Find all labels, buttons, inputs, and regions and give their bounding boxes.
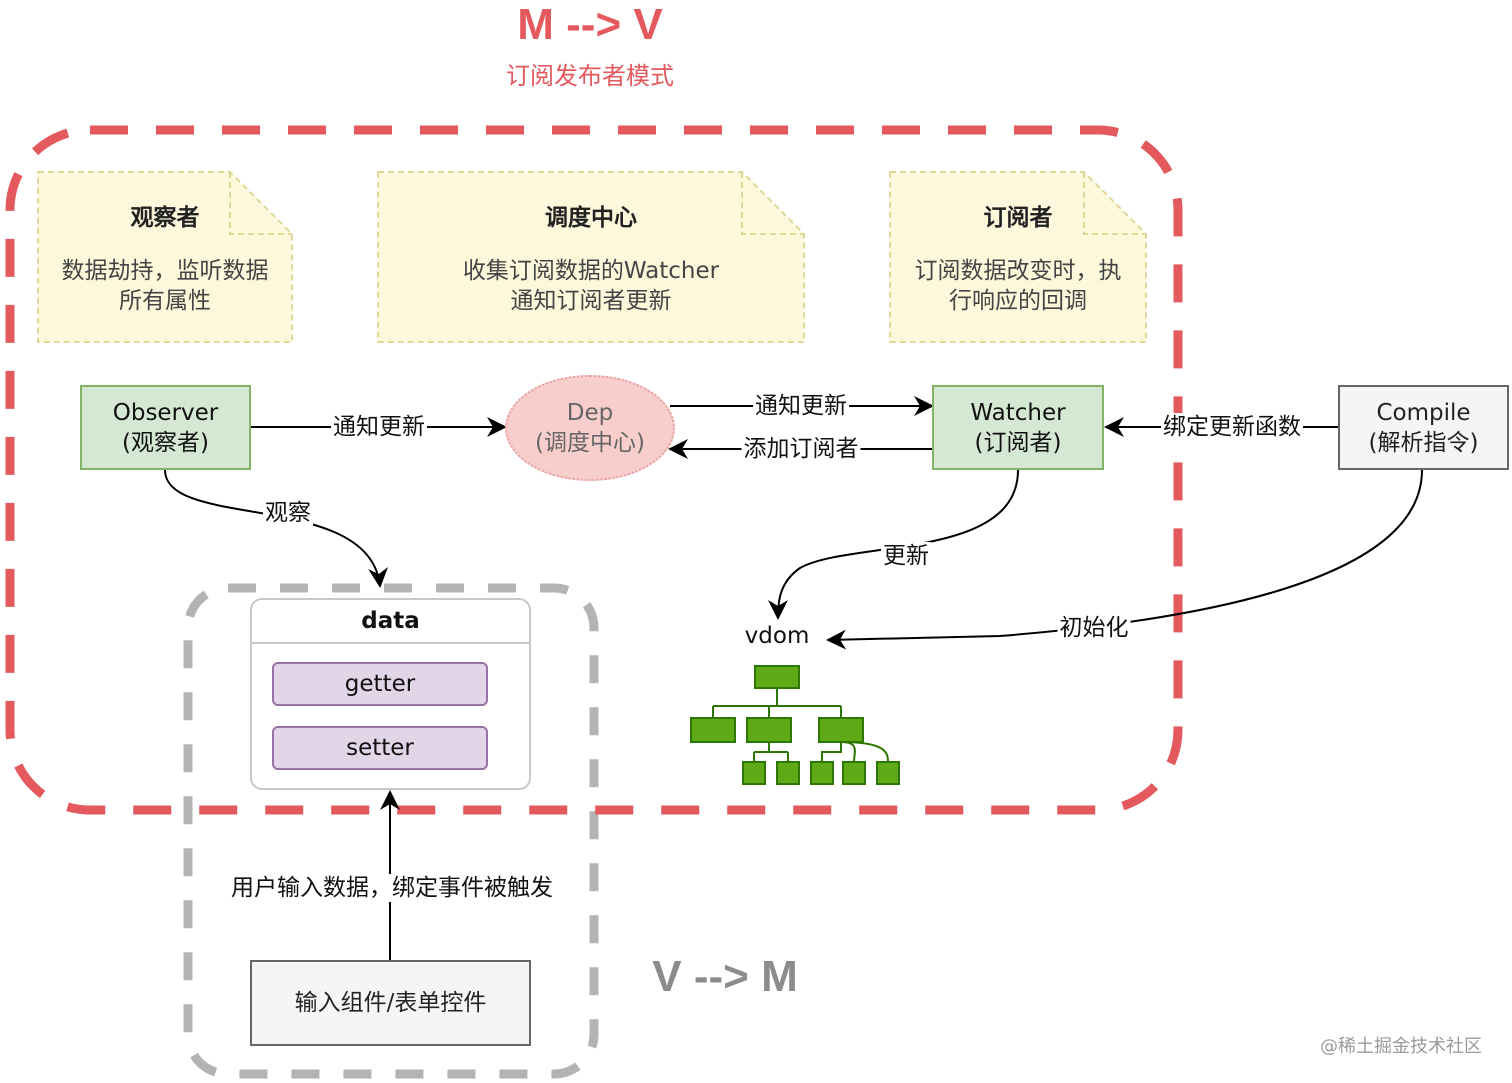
- getter-field[interactable]: getter: [272, 662, 488, 706]
- note-observer-text: 观察者 数据劫持，监听数据 所有属性: [38, 172, 292, 342]
- note-observer-title: 观察者: [130, 205, 200, 231]
- edge-observer-to-data: [164, 469, 389, 588]
- vdom-node: [810, 761, 834, 785]
- edge-label-watcher-to-vdom: 更新: [881, 542, 931, 570]
- note-watcher: [889, 171, 1147, 343]
- edge-label-observer-to-data: 观察: [263, 499, 313, 527]
- edge-label-compile-to-watcher: 绑定更新函数: [1161, 413, 1303, 441]
- vdom-node: [818, 717, 864, 743]
- note-observer-desc: 数据劫持，监听数据 所有属性: [61, 258, 269, 314]
- edge-label-input-to-data: 用户输入数据，绑定事件被触发: [229, 874, 555, 902]
- note-watcher-title: 订阅者: [983, 205, 1053, 231]
- input-component-node[interactable]: 输入组件/表单控件: [250, 960, 531, 1046]
- edge-label-dep-to-watcher: 通知更新: [753, 392, 849, 420]
- note-watcher-desc: 订阅数据改变时，执 行响应的回调: [914, 258, 1122, 314]
- note-dep-text: 调度中心 收集订阅数据的Watcher 通知订阅者更新: [378, 172, 804, 342]
- note-dep-title: 调度中心: [545, 205, 637, 231]
- vdom-node: [746, 717, 792, 743]
- dep-node[interactable]: Dep (调度中心): [505, 375, 675, 481]
- mv-subtitle: 订阅发布者模式: [506, 62, 674, 90]
- vdom-node: [842, 761, 866, 785]
- vm-region: [183, 583, 599, 1079]
- vdom-node: [776, 761, 800, 785]
- vdom-node: [742, 761, 766, 785]
- vdom-label: vdom: [744, 623, 810, 649]
- note-dep: [377, 171, 805, 343]
- mv-region: [5, 125, 1183, 815]
- edge-label-watcher-to-dep: 添加订阅者: [741, 435, 861, 463]
- vdom-tree: [690, 665, 900, 785]
- observer-node[interactable]: Observer (观察者): [80, 385, 251, 470]
- edge-label-observer-to-dep: 通知更新: [331, 413, 427, 441]
- watermark: @稀土掘金技术社区: [1320, 1036, 1482, 1057]
- edge-watcher-to-vdom: [768, 469, 1019, 620]
- note-watcher-text: 订阅者 订阅数据改变时，执 行响应的回调: [890, 172, 1146, 342]
- vm-title: V --> M: [652, 952, 798, 1001]
- data-title: data: [252, 600, 529, 644]
- mv-title: M --> V: [517, 0, 663, 49]
- watcher-node[interactable]: Watcher (订阅者): [932, 385, 1104, 470]
- setter-field[interactable]: setter: [272, 726, 488, 770]
- data-container[interactable]: data getter setter: [250, 598, 531, 790]
- vdom-node: [754, 665, 800, 689]
- note-observer: [37, 171, 293, 343]
- compile-node[interactable]: Compile (解析指令): [1338, 385, 1509, 470]
- note-dep-desc: 收集订阅数据的Watcher 通知订阅者更新: [462, 258, 720, 314]
- edge-label-compile-to-vdom: 初始化: [1057, 614, 1131, 642]
- vdom-node: [690, 717, 736, 743]
- vdom-node: [876, 761, 900, 785]
